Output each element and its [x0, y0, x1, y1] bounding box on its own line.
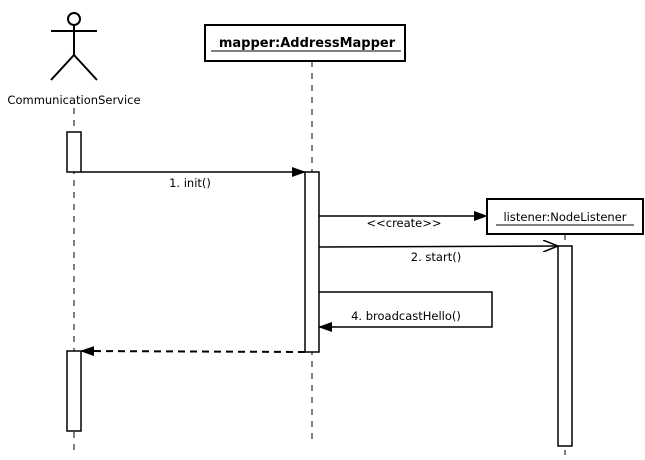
message-broadcast-hello[interactable]: 4. broadcastHello()	[318, 291, 493, 332]
listener-label: listener:NodeListener	[503, 210, 626, 224]
message-broadcast-hello-label: 4. broadcastHello()	[351, 309, 461, 323]
message-create-label: <<create>>	[366, 216, 441, 230]
message-init[interactable]: 1. init()	[81, 167, 306, 190]
actor-label: CommunicationService	[7, 93, 140, 107]
mapper-label: mapper:AddressMapper	[219, 36, 396, 51]
message-init-label: 1. init()	[169, 176, 211, 190]
message-return-arrow	[80, 346, 306, 357]
mapper-activation	[304, 171, 320, 353]
message-start-label: 2. start()	[411, 250, 461, 264]
mapper-box	[204, 24, 406, 62]
message-start-arrow	[318, 246, 558, 247]
actor-communication-service[interactable]: CommunicationService	[7, 12, 141, 107]
listener-activation	[557, 245, 573, 447]
message-return[interactable]	[80, 346, 306, 357]
actor-stick-figure-icon	[50, 12, 98, 81]
message-start[interactable]: 2. start()	[318, 246, 558, 264]
actor-activation-2	[66, 350, 82, 432]
message-create[interactable]: <<create>>	[319, 211, 488, 230]
mapper-object[interactable]: mapper:AddressMapper	[204, 24, 406, 62]
actor-activation-1	[66, 131, 82, 173]
listener-object[interactable]: listener:NodeListener	[486, 198, 644, 235]
message-broadcast-hello-arrow	[318, 291, 493, 332]
